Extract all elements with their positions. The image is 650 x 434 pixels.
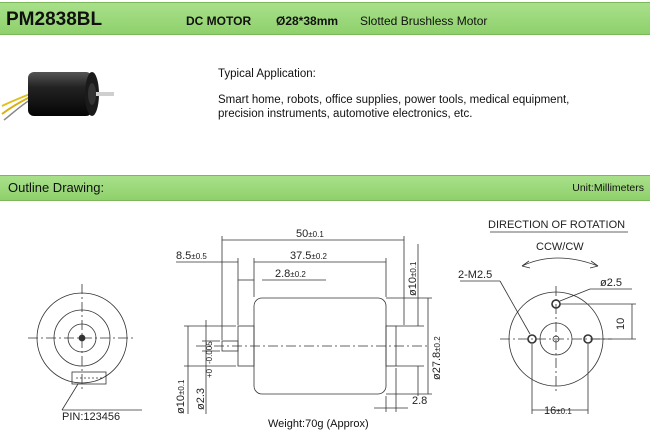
dim-shaft-length: 8.5±0.5	[176, 250, 207, 262]
application-title: Typical Application:	[218, 68, 316, 80]
dim-shaft-tol-bottom: -0.005	[205, 341, 214, 364]
motor-size: Ø28*38mm	[276, 14, 339, 28]
application-line-1: Smart home, robots, office supplies, pow…	[218, 94, 570, 106]
unit-label: Unit:Millimeters	[572, 182, 644, 194]
hole-dia-label: ø2.5	[600, 277, 622, 289]
hole-spacing-label: 16±0.1	[544, 405, 572, 417]
model-number: PM2838BL	[6, 9, 103, 30]
motor-type: DC MOTOR	[186, 14, 252, 28]
dim-shaft-dia: ø2.3	[195, 388, 207, 410]
header-bar: PM2838BL DC MOTOR Ø28*38mm Slotted Brush…	[0, 2, 650, 35]
dim-total-length: 50±0.1	[296, 228, 324, 240]
dim-body-dia: ø27.8±0.2	[431, 336, 443, 380]
holes-label: 2-M2.5	[458, 269, 492, 281]
application-line-2: precision instruments, automotive electr…	[218, 108, 473, 120]
dim-body-length: 37.5±0.2	[290, 250, 327, 262]
connector	[71, 371, 107, 385]
rotation-direction: CCW/CW	[536, 241, 584, 253]
motor-description: Slotted Brushless Motor	[360, 14, 488, 28]
hole-offset-label: 10	[615, 318, 627, 330]
dim-front-boss-dia: ø10±0.1	[175, 379, 187, 414]
outline-title: Outline Drawing:	[8, 180, 105, 195]
outline-bar: Outline Drawing: Unit:Millimeters	[0, 175, 650, 201]
dim-rear-shaft-dia: ø10±0.1	[407, 261, 419, 296]
pin-label: PIN:123456	[62, 411, 120, 423]
weight-label: Weight:70g (Approx)	[268, 418, 369, 430]
dim-boss-length: 2.8±0.2	[275, 268, 306, 280]
dim-rear-length: 2.8	[412, 395, 427, 407]
dim-shaft-tol-top: +0	[205, 368, 214, 378]
rotation-title: DIRECTION OF ROTATION	[488, 219, 625, 231]
